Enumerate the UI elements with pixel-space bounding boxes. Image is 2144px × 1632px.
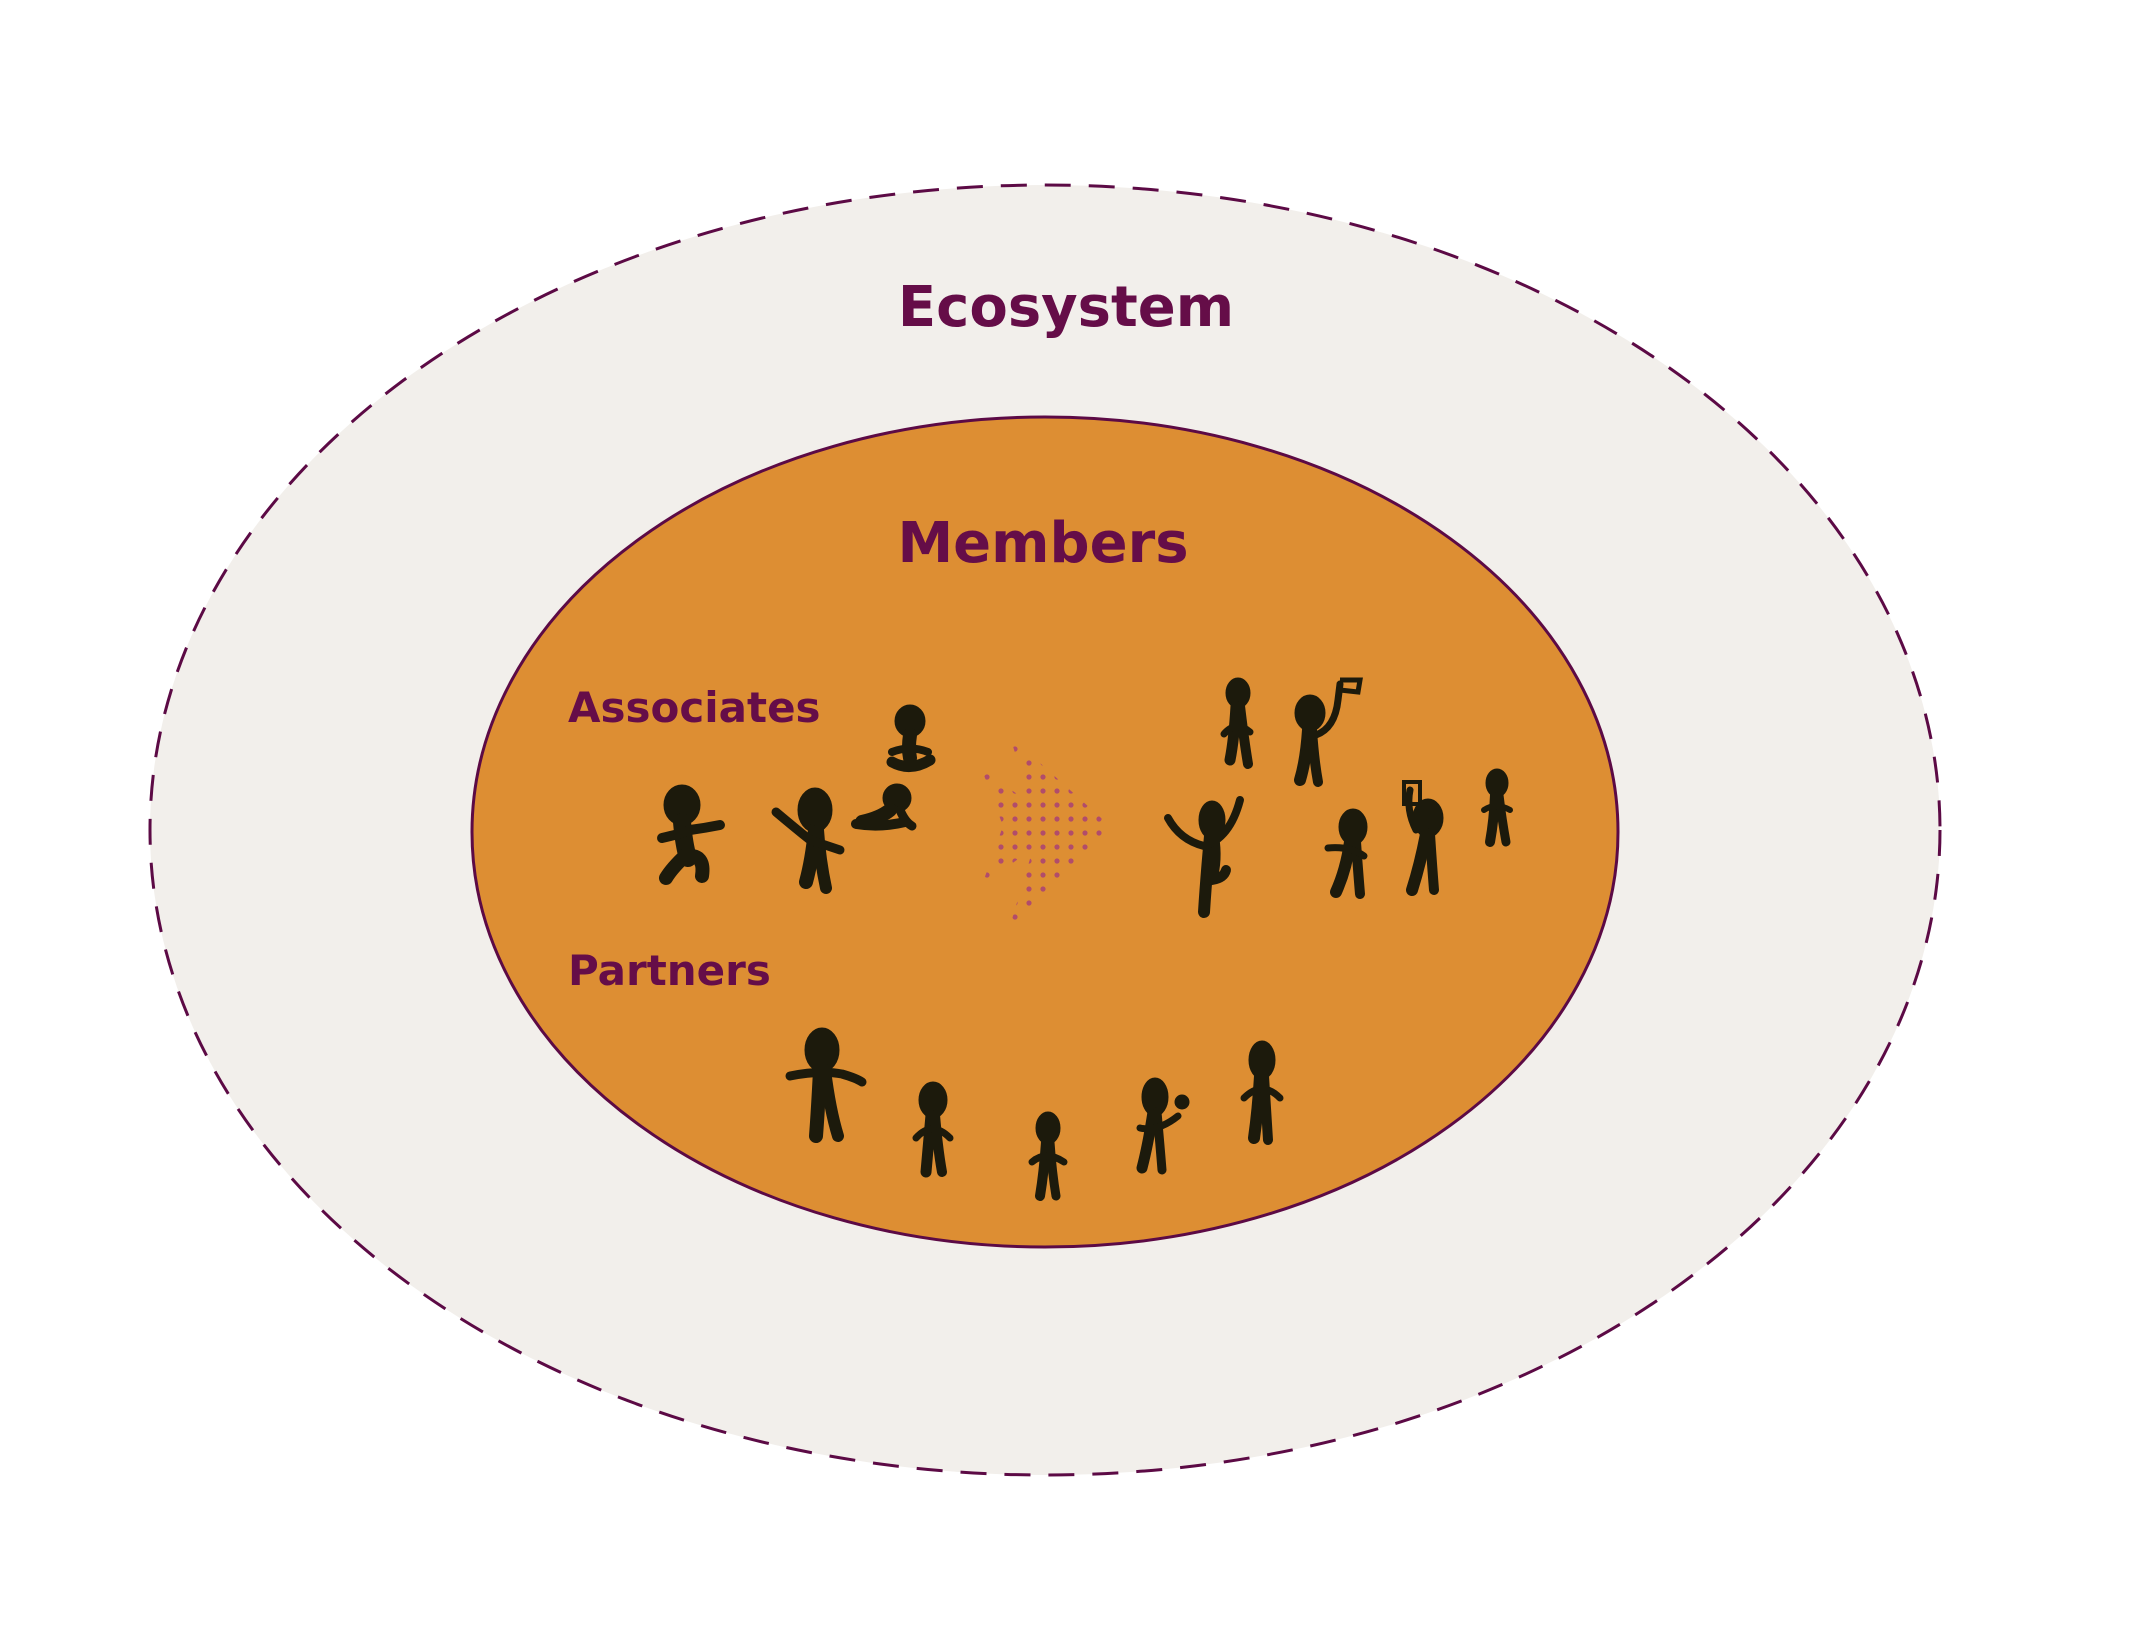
stick-person-icon bbox=[1136, 1077, 1190, 1175]
members-figures bbox=[1164, 677, 1513, 918]
stick-person-icon bbox=[1402, 780, 1444, 896]
stick-person-icon bbox=[1220, 677, 1254, 769]
associates-figures bbox=[657, 704, 936, 894]
dotted-chevron-right-icon bbox=[982, 736, 1110, 926]
stick-person-icon bbox=[1164, 796, 1244, 918]
stick-person-icon bbox=[1294, 677, 1363, 787]
stick-person-icon bbox=[851, 783, 917, 831]
stick-person-icon bbox=[785, 1027, 867, 1143]
stick-person-icon bbox=[771, 787, 845, 894]
stick-person-icon bbox=[1028, 1111, 1068, 1201]
partners-label: Partners bbox=[568, 946, 771, 995]
stick-person-icon bbox=[1240, 1040, 1284, 1145]
stick-person-icon bbox=[1481, 768, 1513, 847]
ecosystem-label: Ecosystem bbox=[898, 275, 1234, 340]
members-label: Members bbox=[897, 511, 1188, 576]
associates-label: Associates bbox=[568, 683, 821, 732]
stick-person-icon bbox=[657, 784, 725, 885]
stick-person-icon bbox=[886, 704, 936, 772]
stick-person-icon bbox=[1324, 808, 1368, 899]
stick-person-icon bbox=[912, 1081, 954, 1178]
partners-figures bbox=[785, 1027, 1284, 1201]
